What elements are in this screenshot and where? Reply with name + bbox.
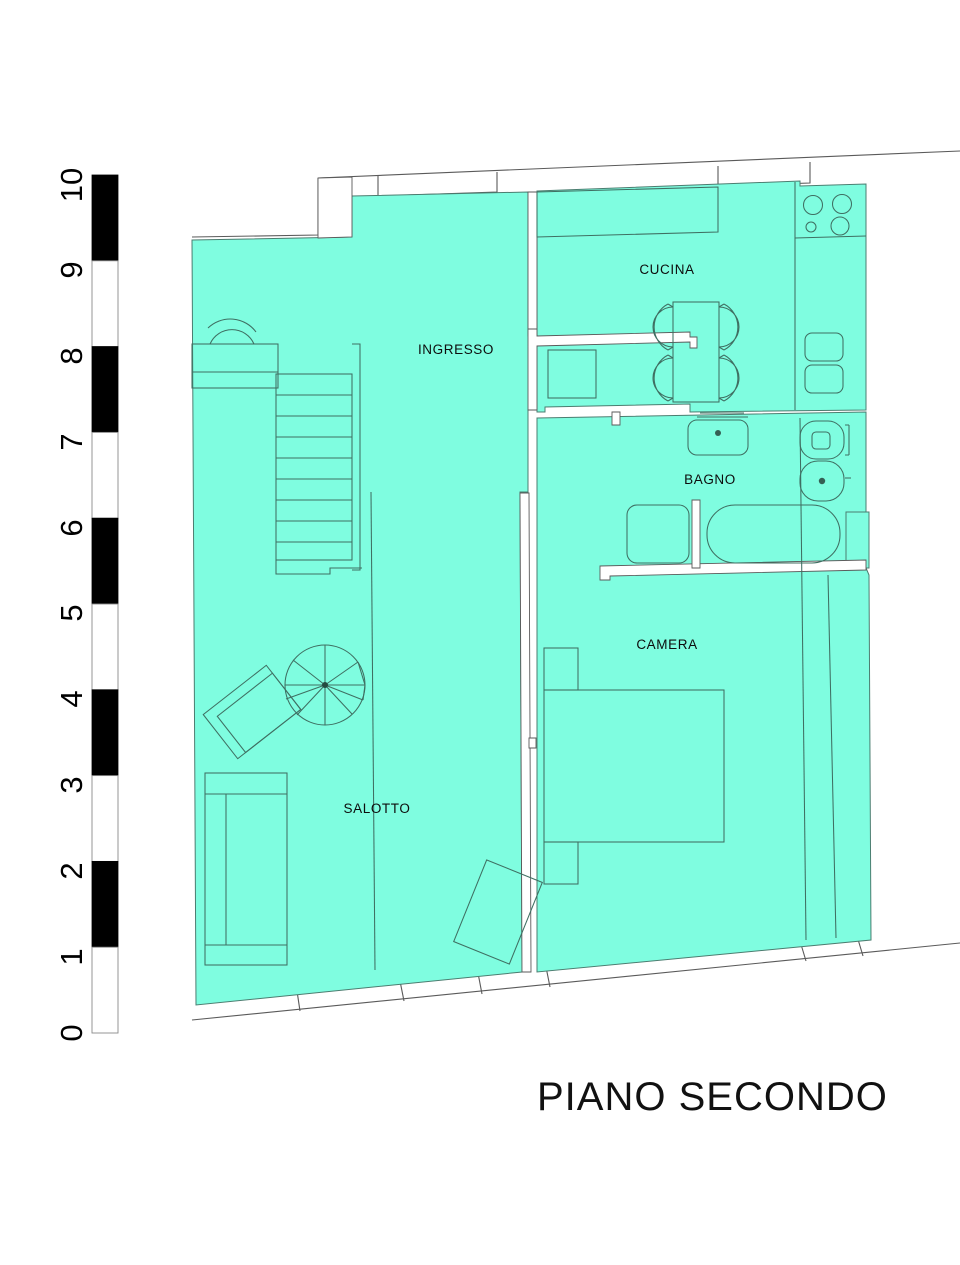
scale-tick-6: 6	[54, 519, 89, 536]
room-label-ingresso: INGRESSO	[418, 342, 494, 357]
stove-burner-3	[805, 221, 817, 233]
camera-right-partition-2	[827, 574, 837, 939]
scale-segment-7-8	[91, 346, 119, 433]
scale-tick-7: 7	[54, 433, 89, 450]
scale-segment-4-5	[91, 603, 119, 691]
living-and-hall-fixtures	[191, 318, 543, 971]
scale-segment-3-4	[91, 689, 119, 776]
sofa	[204, 772, 288, 966]
page-title: PIANO SECONDO	[537, 1075, 888, 1119]
stove-burner-1	[802, 194, 824, 216]
scale-segment-0-1	[91, 946, 119, 1034]
spiral-stair-center-post	[322, 682, 328, 688]
dining-chair-left-upper	[652, 303, 674, 351]
stair-run	[275, 373, 353, 561]
stove-burner-4	[830, 216, 850, 236]
armchair-upper	[202, 664, 302, 760]
room-label-salotto: SALOTTO	[344, 801, 411, 816]
room-area-cucina	[536, 180, 867, 413]
scale-segment-8-9	[91, 260, 119, 348]
washbasin	[687, 419, 749, 456]
armchair-lower-body	[453, 859, 543, 965]
stove-divider-line	[794, 235, 867, 239]
room-label-cucina: CUCINA	[639, 262, 694, 277]
scale-tick-10: 10	[54, 168, 89, 202]
shower-tray	[626, 504, 690, 564]
stair-landing-edge	[275, 560, 362, 575]
room-area-ingresso	[191, 191, 538, 1006]
stair-railing	[352, 343, 361, 571]
wall-bagno-left	[611, 411, 621, 426]
bathtub-niche-fill	[845, 511, 870, 569]
scale-tick-9: 9	[54, 261, 89, 278]
spiral-staircase	[284, 644, 366, 726]
bedroom-fixtures	[543, 417, 837, 941]
dining-chair-right-lower	[718, 354, 740, 402]
wall-jamb-salotto	[528, 737, 537, 749]
toilet-cistern	[845, 424, 850, 456]
salotto-floor-seam	[370, 491, 376, 971]
wall-bagno-shower-divider	[691, 499, 701, 569]
door-leaf-arc	[207, 318, 257, 333]
room-label-camera: CAMERA	[636, 637, 697, 652]
dining-table	[672, 301, 720, 403]
room-area-bagno-camera	[536, 411, 872, 973]
kitchen-sink-basin-2	[804, 364, 844, 394]
sofa-cushions	[205, 793, 287, 946]
spiral-stair-outer-edge	[357, 661, 366, 701]
stair-treads	[276, 394, 352, 543]
wall-top-left-notch	[317, 176, 353, 239]
dining-chair-right-upper	[718, 303, 740, 351]
interior-walls	[317, 176, 867, 973]
scale-segment-6-7	[91, 431, 119, 519]
dining-chair-left-lower	[652, 354, 674, 402]
scale-tick-1: 1	[54, 948, 89, 965]
double-bed	[543, 689, 725, 843]
kitchen-sink-basin-1	[804, 332, 844, 362]
entry-unit	[191, 343, 279, 389]
nightstand-left-top	[543, 647, 579, 691]
bathroom-fixtures	[626, 412, 851, 564]
camera-right-partition-1	[799, 417, 807, 941]
scale-tick-3: 3	[54, 776, 89, 793]
wall-salotto-camera	[519, 492, 532, 973]
bidet	[799, 460, 845, 502]
spiral-stair-treads	[285, 645, 365, 725]
scale-segment-1-2	[91, 861, 119, 948]
scale-tick-0: 0	[54, 1024, 89, 1041]
scale-tick-4: 4	[54, 690, 89, 707]
washbasin-tap	[715, 430, 721, 436]
wall-cucina-lower-stub	[527, 328, 698, 411]
armchair-lower	[453, 859, 543, 965]
straight-staircase	[275, 343, 362, 575]
door-swing-arc	[209, 329, 255, 345]
kitchen-appliance-unit	[547, 349, 597, 399]
stove-burner-2	[831, 193, 853, 215]
room-labels: CUCINA INGRESSO BAGNO CAMERA SALOTTO	[344, 262, 736, 816]
room-label-bagno: BAGNO	[684, 472, 736, 487]
scale-segment-5-6	[91, 517, 119, 605]
scale-tick-2: 2	[54, 862, 89, 879]
bidet-tap	[818, 477, 826, 485]
toilet-seat	[811, 431, 831, 450]
kitchen-counter	[536, 186, 719, 238]
scale-tick-5: 5	[54, 604, 89, 621]
scale-segment-9-10	[91, 174, 119, 262]
graphic-scale-bar: 10 9 8 7 6 5 4 3 2 1 0	[54, 168, 119, 1042]
sofa-body	[204, 772, 288, 966]
scale-tick-8: 8	[54, 347, 89, 364]
wall-bagno-lower	[599, 559, 867, 581]
armchair-upper-seat	[216, 672, 302, 754]
scale-segment-2-3	[91, 775, 119, 862]
bathtub	[706, 504, 841, 564]
wall-ingresso-cucina-upper	[527, 191, 538, 337]
nightstand-left-bottom	[543, 841, 579, 885]
kitchen-fixtures	[536, 182, 867, 410]
